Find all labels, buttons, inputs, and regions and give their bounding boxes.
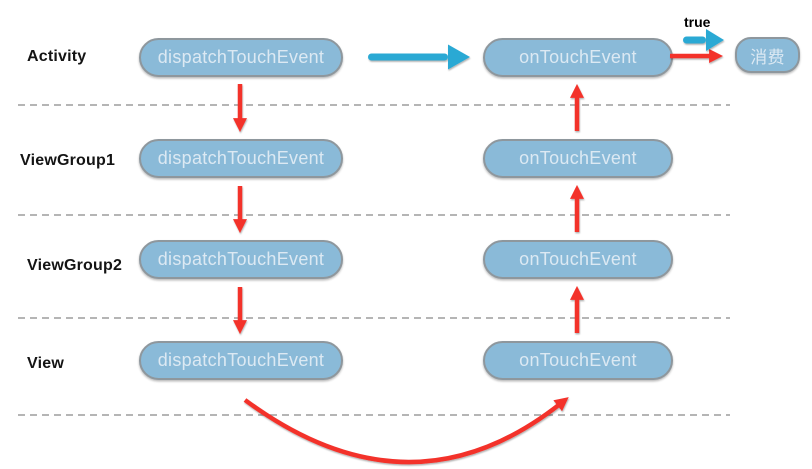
blue-arrow-dispatch-to-ontouch xyxy=(368,44,470,70)
true-result-label: true xyxy=(684,14,711,30)
row-label-activity: Activity xyxy=(27,48,87,65)
viewgroup1-dispatchtouchevent-node: dispatchTouchEvent xyxy=(139,139,343,178)
view-ontouchevent-node: onTouchEvent xyxy=(483,341,673,380)
viewgroup2-ontouchevent-node: onTouchEvent xyxy=(483,240,673,279)
viewgroup1-ontouchevent-node: onTouchEvent xyxy=(483,139,673,178)
consume-node: 消费 xyxy=(735,37,800,73)
blue-arrow-true-to-consume xyxy=(683,29,724,51)
red-curved-arrow-dispatch-to-ontouch xyxy=(243,397,569,465)
activity-dispatchtouchevent-node: dispatchTouchEvent xyxy=(139,38,343,77)
view-dispatchtouchevent-node: dispatchTouchEvent xyxy=(139,341,343,380)
viewgroup2-dispatchtouchevent-node: dispatchTouchEvent xyxy=(139,240,343,279)
activity-ontouchevent-node: onTouchEvent xyxy=(483,38,673,77)
row-label-view: View xyxy=(27,355,64,372)
row-label-viewgroup2: ViewGroup2 xyxy=(27,257,123,274)
row-label-viewgroup1: ViewGroup1 xyxy=(20,152,116,169)
